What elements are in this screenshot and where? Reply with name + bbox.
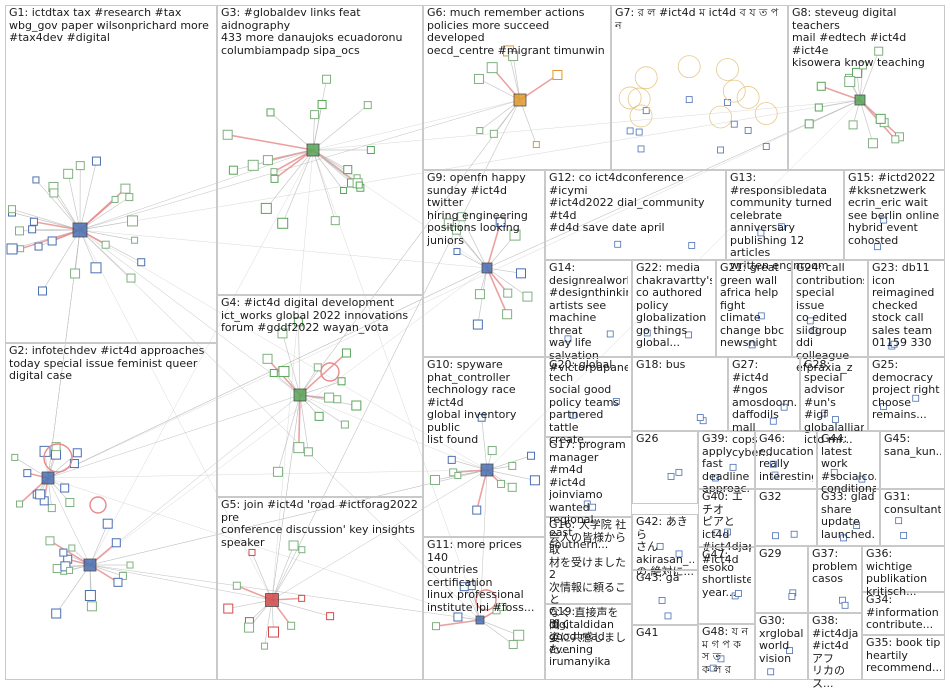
group-label-g45: G45: sana_kun... bbox=[884, 433, 941, 458]
group-box-g41: G41 bbox=[632, 625, 698, 680]
group-box-g40: G40: エチオ ピアとict4d #ict4djap... #ict4d bbox=[698, 489, 755, 547]
group-label-g17: G17: program manager #m4d #ict4d joinvia… bbox=[549, 439, 628, 552]
group-box-g34: G34: #information contribute... bbox=[862, 592, 945, 635]
group-label-g33: G33: glad share update launched... bbox=[821, 491, 876, 541]
group-label-g5: G5: join #ict4d 'road #ictforag2022 pre … bbox=[221, 499, 419, 549]
group-label-g1: G1: ictdtax tax #research #tax wbg_gov p… bbox=[9, 7, 213, 45]
group-label-g7: G7: র ল #ict4d ম ict4d ব য ত প ন bbox=[615, 7, 784, 32]
group-label-g3: G3: #globaldev links feat aidnography 43… bbox=[221, 7, 419, 57]
group-box-g46: G46: education really interesting... bbox=[755, 431, 817, 489]
group-box-g23: G23: db11 icon reimagined checked stock … bbox=[868, 260, 945, 357]
group-label-g36: G36: wichtige publikation kritisch... bbox=[866, 548, 941, 598]
group-label-g38: G38: #ict4dja... #ict4d アフ リカのス... bbox=[812, 615, 858, 690]
group-label-g23: G23: db11 icon reimagined checked stock … bbox=[872, 262, 941, 350]
group-label-g4: G4: #ict4d digital development ict_works… bbox=[221, 297, 419, 335]
group-box-g7: G7: র ল #ict4d ম ict4d ব য ত প ন bbox=[611, 5, 788, 170]
group-label-g32: G32 bbox=[759, 491, 813, 504]
group-label-g2: G2: infotechdev #ict4d approaches today … bbox=[9, 345, 213, 383]
group-box-g22: G22: media chakravartty's co authored po… bbox=[632, 260, 716, 357]
group-label-g15: G15: #ictd2022 #kksnetzwerk ecrin_eric w… bbox=[848, 172, 941, 247]
group-box-g12: G12: co ict4dconference #icymi #ict4d202… bbox=[545, 170, 726, 260]
group-label-g8: G8: steveug digital teachers mail #edtec… bbox=[792, 7, 941, 70]
group-box-g44: G44: latest work #socialco... conditiona… bbox=[817, 431, 880, 489]
group-label-g25: G25: democracy project right choose rema… bbox=[872, 359, 941, 422]
group-box-g19: G19: digitaldidan good read evening irum… bbox=[545, 604, 632, 680]
group-box-g11: G11: more prices 140 countries certifica… bbox=[423, 537, 545, 680]
group-label-g35: G35: book tip heartily recommend... bbox=[866, 637, 941, 675]
group-box-g48: G48: য ন ম গ প ক স ত ক ল র bbox=[698, 624, 755, 680]
group-label-g10: G10: spyware phat_controller technology … bbox=[427, 359, 541, 447]
group-box-g36: G36: wichtige publikation kritisch... bbox=[862, 546, 945, 592]
group-box-g5: G5: join #ict4d 'road #ictforag2022 pre … bbox=[217, 497, 423, 680]
group-label-g34: G34: #information contribute... bbox=[866, 594, 941, 632]
group-label-g11: G11: more prices 140 countries certifica… bbox=[427, 539, 541, 614]
group-label-g18: G18: bus bbox=[636, 359, 724, 372]
group-label-g13: G13: #responsibledata community turned c… bbox=[730, 172, 840, 272]
group-box-g1: G1: ictdtax tax #research #tax wbg_gov p… bbox=[5, 5, 217, 343]
group-box-g6: G6: much remember actions policies more … bbox=[423, 5, 611, 170]
group-box-g37: G37: problema casos bbox=[808, 546, 862, 613]
group-label-g31: G31: consultant bbox=[884, 491, 941, 516]
group-label-g9: G9: openfn happy sunday #ict4d twitter h… bbox=[427, 172, 541, 247]
group-box-g14: G14: designrealworld #designthinking art… bbox=[545, 260, 632, 357]
group-box-g8: G8: steveug digital teachers mail #edtec… bbox=[788, 5, 945, 170]
group-box-g33: G33: glad share update launched... bbox=[817, 489, 880, 546]
group-box-g32: G32 bbox=[755, 489, 817, 546]
group-box-g29: G29 bbox=[755, 546, 808, 613]
group-label-g21: G21: great green wall africa help fight … bbox=[720, 262, 788, 350]
group-box-g4: G4: #ict4d digital development ict_works… bbox=[217, 295, 423, 497]
group-box-g9: G9: openfn happy sunday #ict4d twitter h… bbox=[423, 170, 545, 357]
group-label-g43: G43: ga bbox=[636, 572, 694, 585]
group-box-g18: G18: bus bbox=[632, 357, 728, 431]
group-label-g41: G41 bbox=[636, 627, 694, 640]
group-label-g6: G6: much remember actions policies more … bbox=[427, 7, 607, 57]
group-box-g42: G42: あきら さん akirasan_... の 絶対に... bbox=[632, 514, 698, 570]
group-label-g20: G20: global tech social good policy team… bbox=[549, 359, 628, 447]
group-box-g30: G30: xrglobal world vision bbox=[755, 613, 808, 680]
group-box-g31: G31: consultant bbox=[880, 489, 945, 546]
group-label-g44: G44: latest work #socialco... conditiona… bbox=[821, 433, 876, 496]
group-box-g47: G47: esoko shortlisted year... bbox=[698, 547, 755, 624]
group-box-g39: G39: apply fast deadline approac... bbox=[698, 431, 755, 489]
group-label-g29: G29 bbox=[759, 548, 804, 561]
group-box-g27: G27: #ict4d #ngos amosdoorn... daffodils… bbox=[728, 357, 800, 431]
group-label-g46: G46: education really interesting... bbox=[759, 433, 813, 483]
group-label-g26: G26 bbox=[636, 433, 694, 446]
group-box-g45: G45: sana_kun... bbox=[880, 431, 945, 489]
group-box-g26: G26 bbox=[632, 431, 698, 504]
group-box-g20: G20: global tech social good policy team… bbox=[545, 357, 632, 437]
group-box-g24: G24: call contributions special issue co… bbox=[792, 260, 868, 357]
group-label-g30: G30: xrglobal world vision bbox=[759, 615, 804, 665]
group-box-g21: G21: great green wall africa help fight … bbox=[716, 260, 792, 357]
group-box-g10: G10: spyware phat_controller technology … bbox=[423, 357, 545, 537]
group-box-g13: G13: #responsibledata community turned c… bbox=[726, 170, 844, 260]
group-box-g17: G17: program manager #m4d #ict4d joinvia… bbox=[545, 437, 632, 517]
group-label-g48: G48: য ন ম গ প ক স ত ক ল র bbox=[702, 626, 751, 676]
group-box-g2: G2: infotechdev #ict4d approaches today … bbox=[5, 343, 217, 680]
group-label-g19: G19: digitaldidan good read evening irum… bbox=[549, 606, 628, 669]
group-box-g15: G15: #ictd2022 #kksnetzwerk ecrin_eric w… bbox=[844, 170, 945, 260]
group-label-g22: G22: media chakravartty's co authored po… bbox=[636, 262, 712, 350]
group-label-g39: G39: apply fast deadline approac... bbox=[702, 433, 751, 496]
group-box-g28: G28: special advisor #un's #igf globalal… bbox=[800, 357, 868, 431]
group-box-g43: G43: ga bbox=[632, 570, 698, 625]
group-box-g38: G38: #ict4dja... #ict4d アフ リカのス... bbox=[808, 613, 862, 680]
group-box-g25: G25: democracy project right choose rema… bbox=[868, 357, 945, 431]
group-label-g12: G12: co ict4dconference #icymi #ict4d202… bbox=[549, 172, 722, 235]
group-label-g47: G47: esoko shortlisted year... bbox=[702, 549, 751, 599]
group-box-g3: G3: #globaldev links feat aidnography 43… bbox=[217, 5, 423, 295]
group-box-g35: G35: book tip heartily recommend... bbox=[862, 635, 945, 680]
group-label-g37: G37: problema casos bbox=[812, 548, 858, 586]
